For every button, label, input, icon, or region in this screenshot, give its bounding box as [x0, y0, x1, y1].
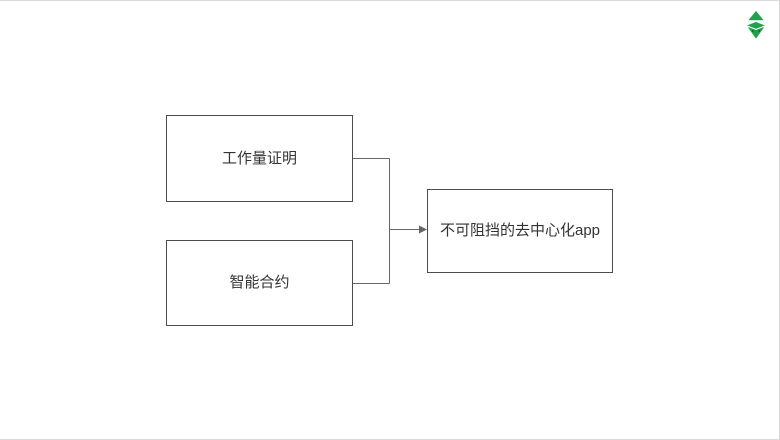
node-proof-of-work[interactable]: 工作量证明: [166, 115, 353, 202]
node-smart-contract[interactable]: 智能合约: [166, 240, 353, 326]
node-smart-contract-label: 智能合约: [229, 274, 290, 291]
node-unstoppable-dapp[interactable]: 不可阻挡的去中心化app: [427, 189, 613, 273]
etc-logo-right-dot: [758, 30, 760, 32]
etc-logo-middle-diamond: [744, 20, 768, 30]
arrowhead-icon: [419, 225, 427, 234]
edge-merge-segment: [389, 158, 419, 284]
node-unstoppable-dapp-label: 不可阻挡的去中心化app: [439, 222, 601, 239]
etc-logo-top-triangle: [746, 9, 766, 21]
etc-logo-left-dot: [752, 30, 754, 32]
node-proof-of-work-label: 工作量证明: [221, 149, 297, 167]
ethereum-classic-logo-icon: [744, 9, 768, 41]
